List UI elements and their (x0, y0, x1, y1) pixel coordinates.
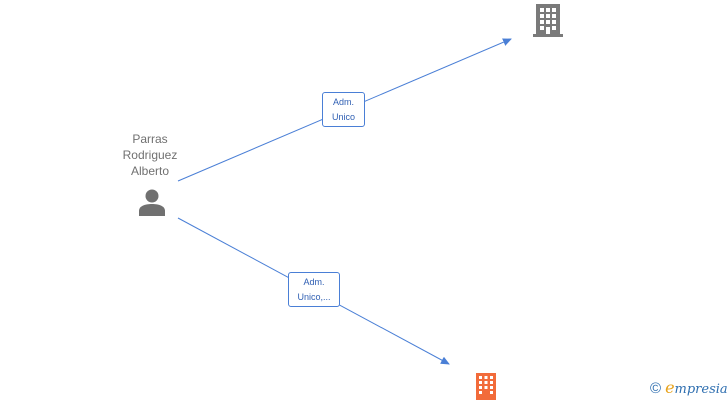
relation-label-top-line-2: Unico (331, 112, 355, 122)
building-icon[interactable] (532, 2, 564, 38)
person-name-line-1: Parras (132, 132, 168, 146)
brand-logo-initial: e (665, 378, 675, 397)
relation-label-top[interactable]: Adm. Unico (322, 92, 365, 127)
person-icon[interactable] (137, 188, 167, 218)
person-name-line-3: Alberto (130, 164, 170, 178)
person-name[interactable]: Parras Rodriguez Alberto (100, 131, 200, 179)
relation-label-bottom[interactable]: Adm. Unico,... (288, 272, 340, 307)
brand-logo-rest: mpresia (674, 382, 728, 397)
relation-label-bottom-line-1: Adm. (303, 277, 325, 287)
copyright-symbol: © (650, 380, 662, 397)
brand-watermark: © empresia (650, 379, 728, 399)
relation-label-bottom-line-2: Unico,... (297, 292, 331, 302)
person-name-line-2: Rodriguez (122, 148, 178, 162)
building-icon[interactable] (474, 372, 498, 400)
brand-logo: empresia (665, 379, 728, 399)
relation-label-top-line-1: Adm. (332, 97, 354, 107)
